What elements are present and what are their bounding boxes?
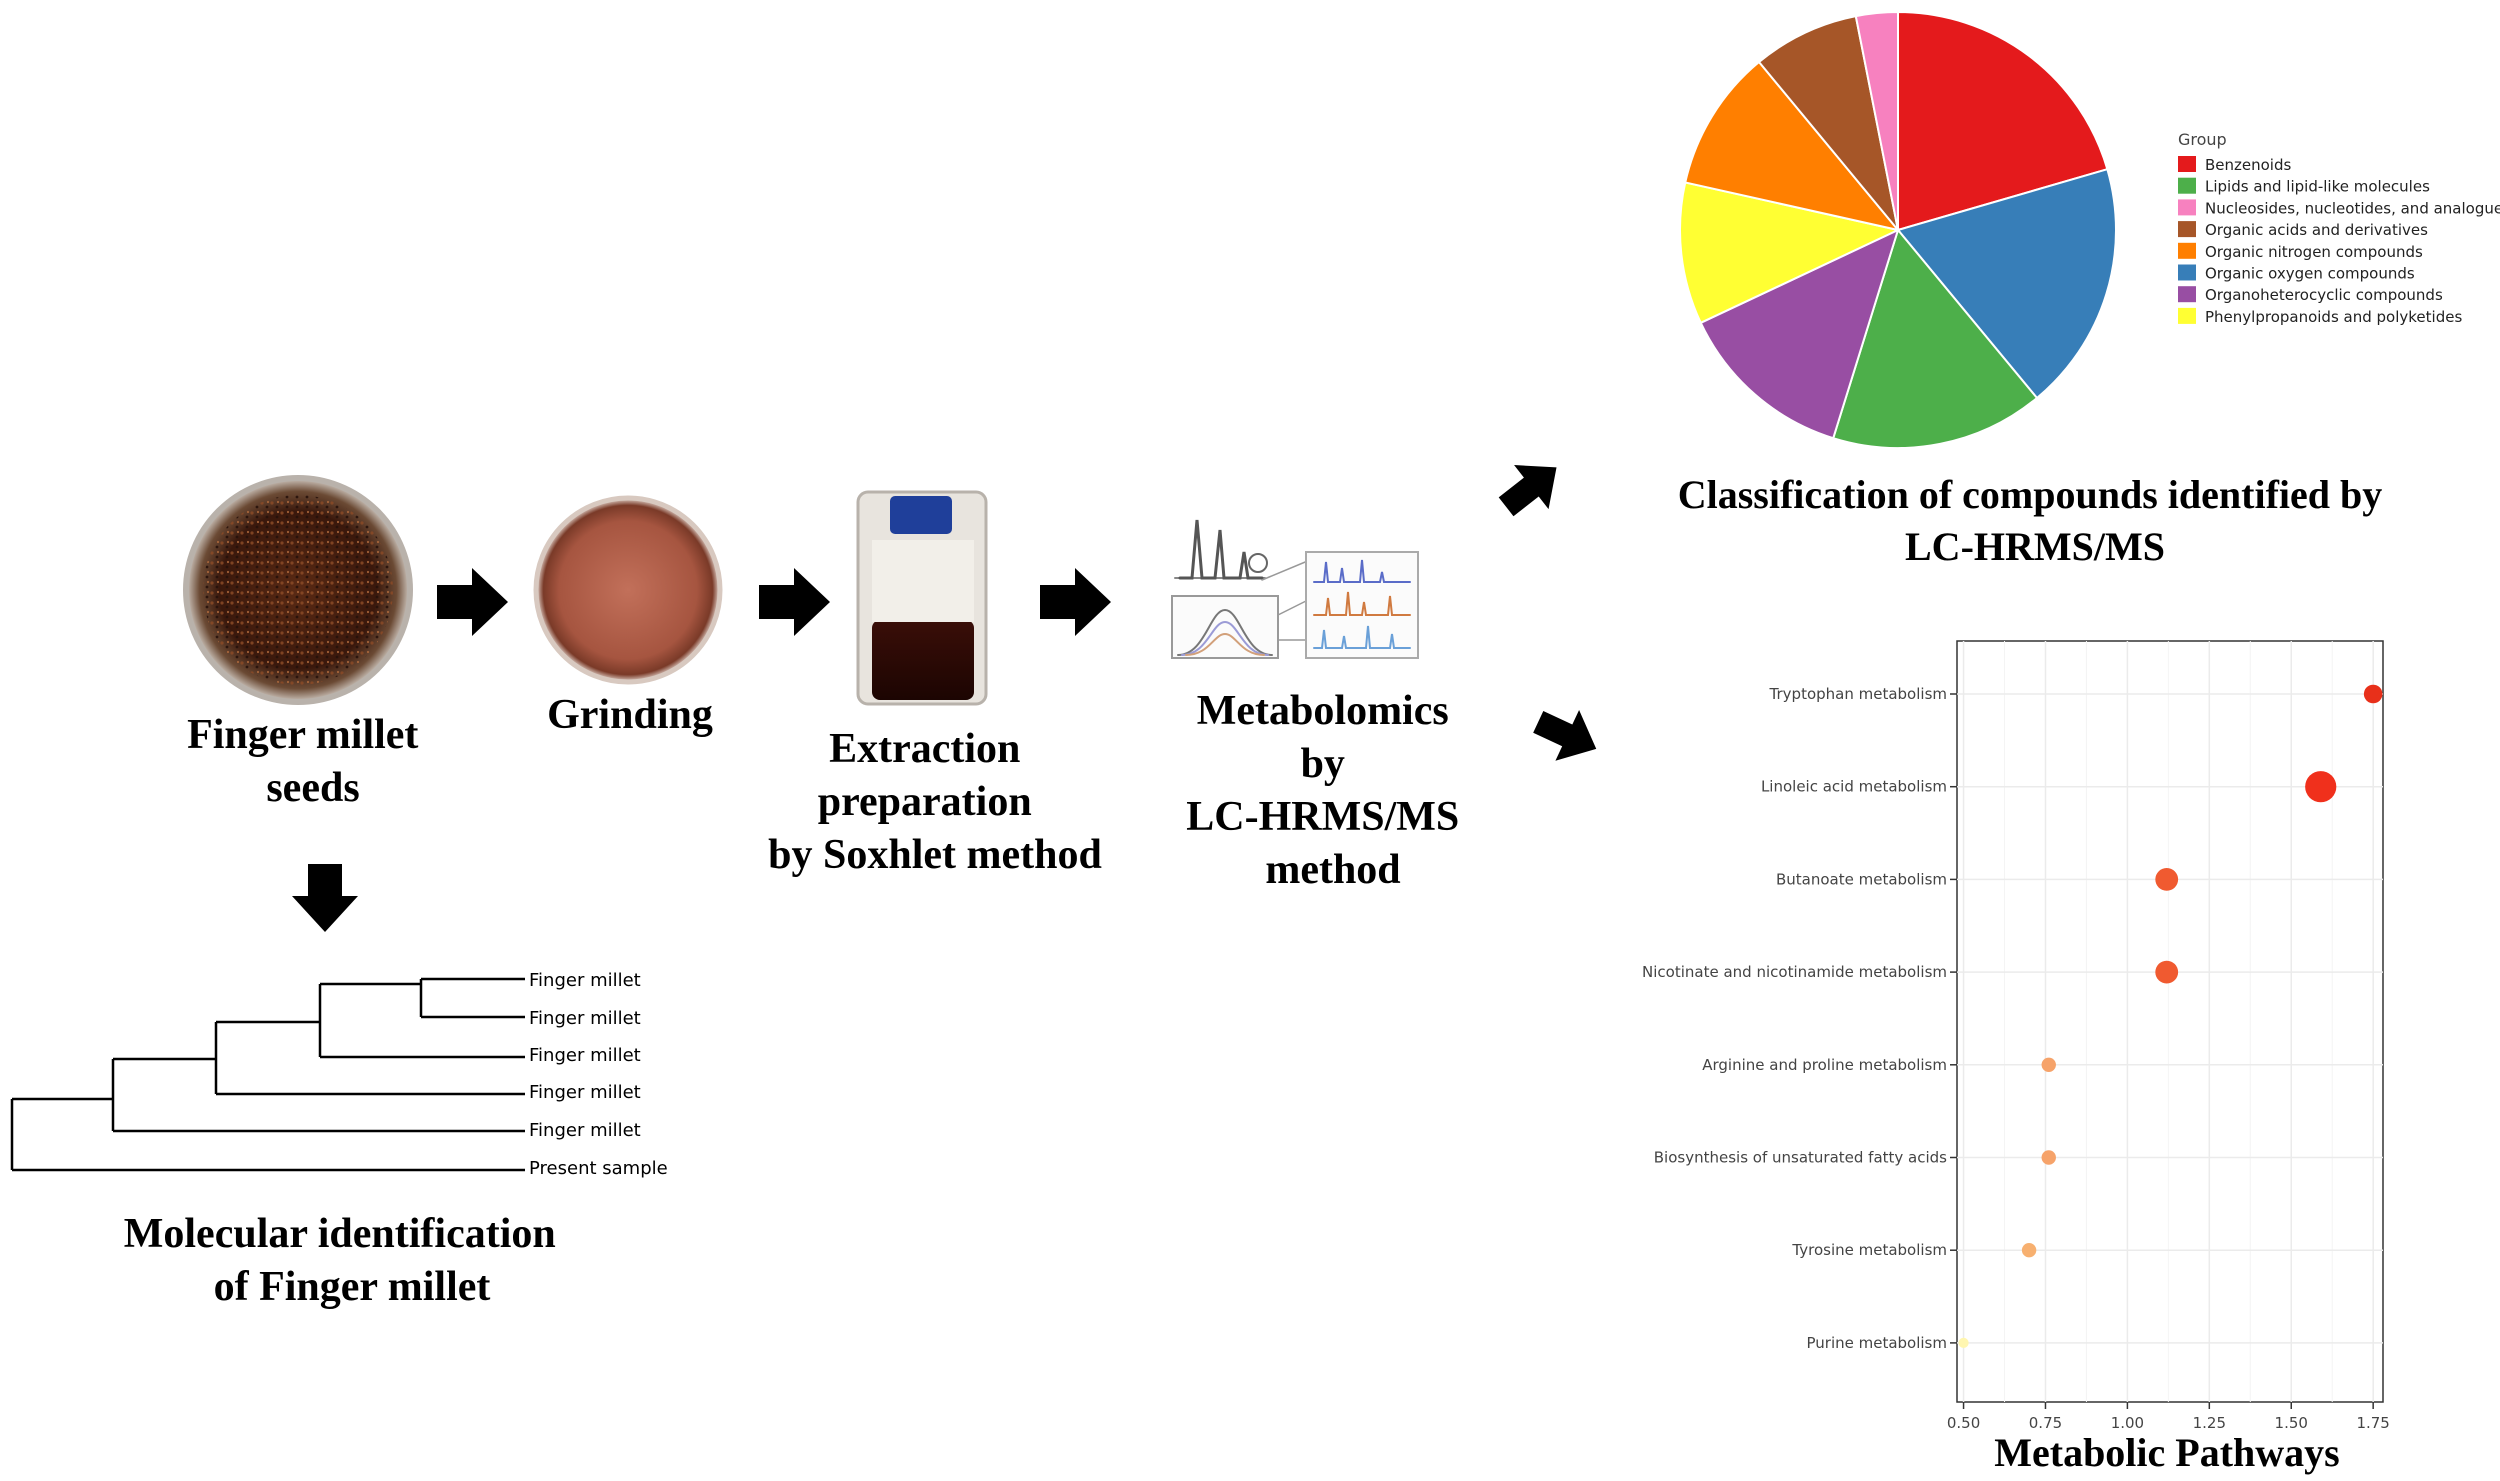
x-tick-label: 0.50 [1947, 1414, 1980, 1432]
metabolomics-caption: Metabolomics by LC-HRMS/MS method [1186, 688, 1470, 893]
tree-leaf-label: Finger millet [529, 970, 641, 991]
extraction-caption-line: Extraction [829, 726, 1020, 772]
arrow-up-right-icon [1498, 465, 1557, 517]
pie-slice [1757, 14, 1899, 231]
tree-leaf-label: Present sample [529, 1158, 668, 1179]
tree-leaf-label: Finger millet [529, 1120, 641, 1141]
legend-label: Phenylpropanoids and polyketides [2205, 308, 2462, 326]
legend-label: Organic oxygen compounds [2205, 265, 2415, 283]
legend-swatch [2178, 286, 2196, 303]
finger-millet-seeds-photo [183, 475, 413, 705]
pathway-label: Purine metabolism [1806, 1334, 1947, 1352]
arrow-down-right-icon [1533, 710, 1597, 761]
legend-swatch [2178, 156, 2196, 172]
seeds-caption: Finger millet seeds [187, 712, 429, 811]
dotplot-caption: Metabolic Pathways [1994, 1430, 2340, 1475]
compound-classification-pie-chart [1679, 10, 2117, 449]
x-tick-label: 1.00 [2111, 1414, 2144, 1432]
pathway-point [1958, 1337, 1969, 1348]
legend-label: Nucleosides, nucleotides, and analogue [2205, 199, 2500, 217]
pathway-point [2305, 771, 2337, 803]
x-tick-label: 0.75 [2029, 1414, 2062, 1432]
pathway-label: Nicotinate and nicotinamide metabolism [1642, 963, 1947, 981]
tree-leaf-label: Finger millet [529, 1008, 641, 1029]
pathway-label: Linoleic acid metabolism [1761, 778, 1947, 796]
extraction-caption-line: preparation [818, 779, 1032, 825]
legend-label: Benzenoids [2205, 156, 2292, 174]
pie-caption-line: Classification of compounds identified b… [1678, 472, 2383, 517]
pathway-point [2155, 960, 2179, 984]
extraction-caption-line: by Soxhlet method [768, 832, 1102, 878]
pathway-label: Biosynthesis of unsaturated fatty acids [1654, 1149, 1947, 1167]
metabolomics-caption-line: method [1265, 847, 1400, 893]
metabolomics-caption-line: by [1301, 741, 1345, 787]
pathway-label: Arginine and proline metabolism [1702, 1056, 1947, 1074]
arrow-right-icon [1040, 568, 1111, 636]
molecular-identification-caption: Molecular identification of Finger mille… [124, 1211, 567, 1310]
legend-label: Organoheterocyclic compounds [2205, 286, 2443, 304]
legend-swatch [2178, 307, 2196, 324]
arrow-right-icon [437, 568, 508, 636]
grinding-caption-line: Grinding [547, 692, 713, 738]
pie-slice [1684, 60, 1901, 232]
pie-caption-line: LC-HRMS/MS [1905, 524, 2165, 569]
metabolic-pathway-dot-plot: 0.50 0.75 1.00 1.25 1.50 1.75 Tryptophan metab… [1642, 640, 2390, 1432]
plot-panel [1956, 640, 2384, 1403]
metabolomics-caption-line: LC-HRMS/MS [1186, 794, 1459, 840]
x-tick-label: 1.25 [2193, 1414, 2226, 1432]
pathway-point [2041, 1057, 2056, 1073]
legend-label: Organic nitrogen compounds [2205, 243, 2423, 261]
lc-hrms-chromatogram-illustration [1171, 519, 1419, 659]
arrow-down-icon [292, 864, 358, 932]
pie-slice [1897, 10, 2109, 232]
legend-swatch [2178, 199, 2196, 216]
pie-slice [1679, 181, 1902, 325]
pie-slice [1831, 227, 2039, 449]
phylogenetic-tree: Finger millet Finger millet Finger mille… [10, 970, 668, 1179]
pie-legend-title: Group [2178, 130, 2227, 149]
legend-swatch [2178, 177, 2196, 194]
legend-label: Lipids and lipid-like molecules [2205, 178, 2430, 196]
legend-label: Organic acids and derivatives [2205, 221, 2428, 239]
x-tick-label: 1.75 [2356, 1414, 2389, 1432]
seeds-caption-line: seeds [266, 765, 359, 811]
legend-swatch [2178, 242, 2196, 259]
legend-swatch [2178, 264, 2196, 281]
pathway-label: Butanoate metabolism [1776, 870, 1947, 888]
pathway-label: Tryptophan metabolism [1769, 685, 1947, 703]
pie-slice [1699, 228, 1900, 440]
molecular-caption-line: Molecular identification [124, 1211, 556, 1257]
arrow-right-icon [759, 568, 830, 636]
tree-leaf-label: Finger millet [529, 1082, 641, 1103]
extraction-caption: Extraction preparation by Soxhlet method [768, 726, 1102, 878]
pathway-point [2041, 1150, 2056, 1165]
seeds-caption-line: Finger millet [187, 712, 418, 758]
pie-slice [1854, 10, 1899, 231]
pathway-point [2155, 868, 2179, 891]
pathway-label: Tyrosine metabolism [1791, 1241, 1947, 1259]
ground-millet-powder-photo [533, 495, 723, 685]
x-tick-label: 1.50 [2275, 1414, 2308, 1432]
pie-slice [1896, 167, 2117, 400]
pie-caption: Classification of compounds identified b… [1678, 472, 2393, 569]
pathway-point [2021, 1243, 2037, 1258]
soxhlet-extract-bottle-photo [856, 490, 988, 706]
legend-swatch [2178, 221, 2196, 238]
pathway-point [2363, 684, 2383, 704]
metabolomics-caption-line: Metabolomics [1197, 688, 1449, 734]
molecular-caption-line: of Finger millet [214, 1264, 491, 1310]
tree-leaf-label: Finger millet [529, 1045, 641, 1066]
grinding-caption: Grinding [547, 692, 713, 738]
